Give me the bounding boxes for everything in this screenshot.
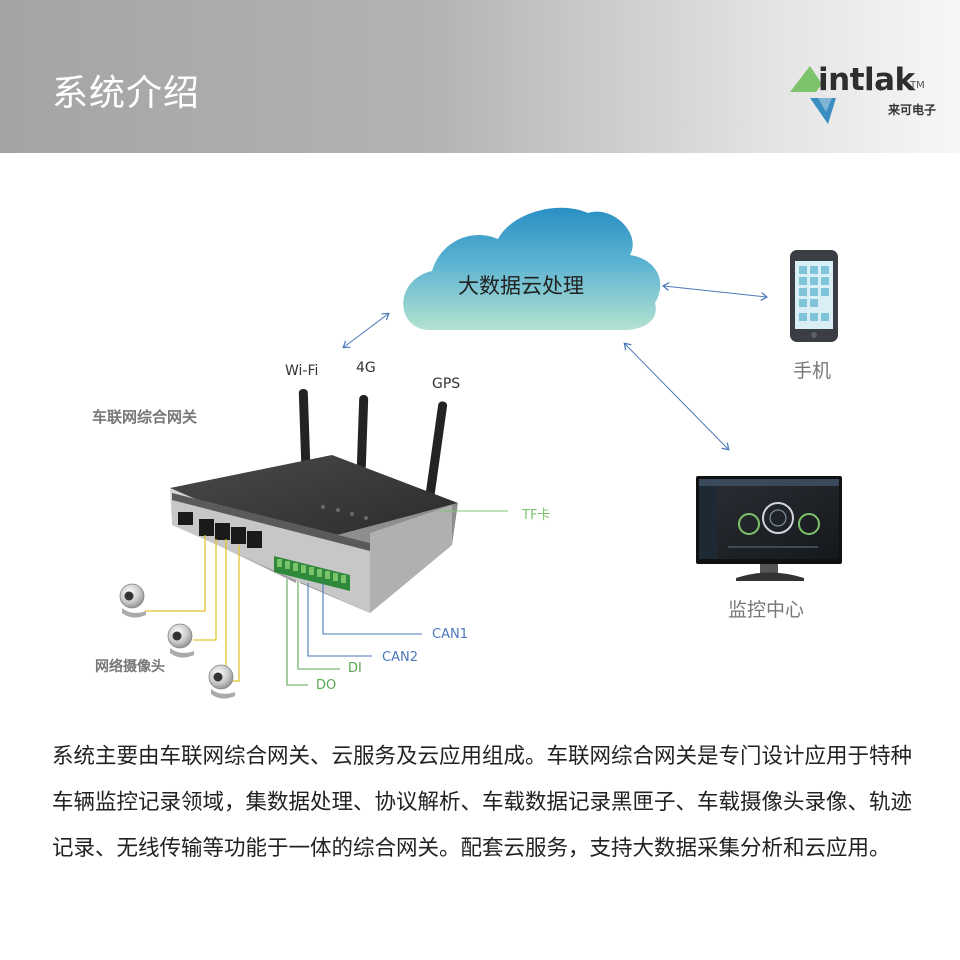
port-lines — [286, 579, 422, 686]
logo-mark-icon — [790, 66, 836, 124]
link-gateway-cloud — [344, 314, 388, 347]
antenna-wifi — [298, 388, 311, 465]
link-cloud-phone — [664, 286, 766, 297]
link-cloud-monitor — [625, 344, 728, 449]
port-label-can2: CAN2 — [382, 650, 418, 665]
page-title: 系统介绍 — [52, 73, 201, 114]
header-banner: 系统介绍 intlak TM 来可电子 — [0, 0, 960, 153]
antenna-label-4g: 4G — [356, 360, 376, 376]
logo-trademark: TM — [910, 80, 925, 91]
phone-icon — [790, 250, 838, 342]
port-label-tf: TF卡 — [522, 508, 551, 523]
diagram-graphics — [119, 207, 842, 699]
monitor-label: 监控中心 — [728, 599, 805, 621]
antenna-label-wifi: Wi-Fi — [285, 363, 319, 379]
cloud-label: 大数据云处理 — [458, 274, 584, 298]
antenna-4g — [356, 395, 369, 472]
port-label-can1: CAN1 — [432, 627, 468, 642]
gateway-device — [170, 455, 458, 613]
logo-company-name: 来可电子 — [888, 103, 937, 117]
port-label-do: DO — [316, 678, 337, 693]
camera-label: 网络摄像头 — [95, 659, 165, 675]
logo-wordmark: intlak — [818, 62, 915, 98]
system-diagram: 大数据云处理 手机 监控中心 车联网综合网关 网络摄像头 Wi-Fi 4G GP… — [0, 153, 960, 723]
camera-lines — [145, 535, 240, 682]
company-logo: intlak TM 来可电子 — [788, 62, 948, 126]
camera-icon-3 — [208, 664, 235, 699]
camera-icon-1 — [119, 583, 146, 618]
antenna-label-gps: GPS — [432, 376, 461, 392]
gateway-label: 车联网综合网关 — [92, 408, 198, 426]
cloud-shape — [403, 207, 661, 331]
phone-label: 手机 — [793, 360, 832, 382]
monitor-icon — [696, 476, 842, 581]
description-paragraph: 系统主要由车联网综合网关、云服务及云应用组成。车联网综合网关是专门设计应用于特种… — [52, 744, 913, 861]
antenna-gps — [425, 401, 448, 497]
camera-icon-2 — [167, 623, 194, 658]
port-label-di: DI — [348, 661, 362, 676]
